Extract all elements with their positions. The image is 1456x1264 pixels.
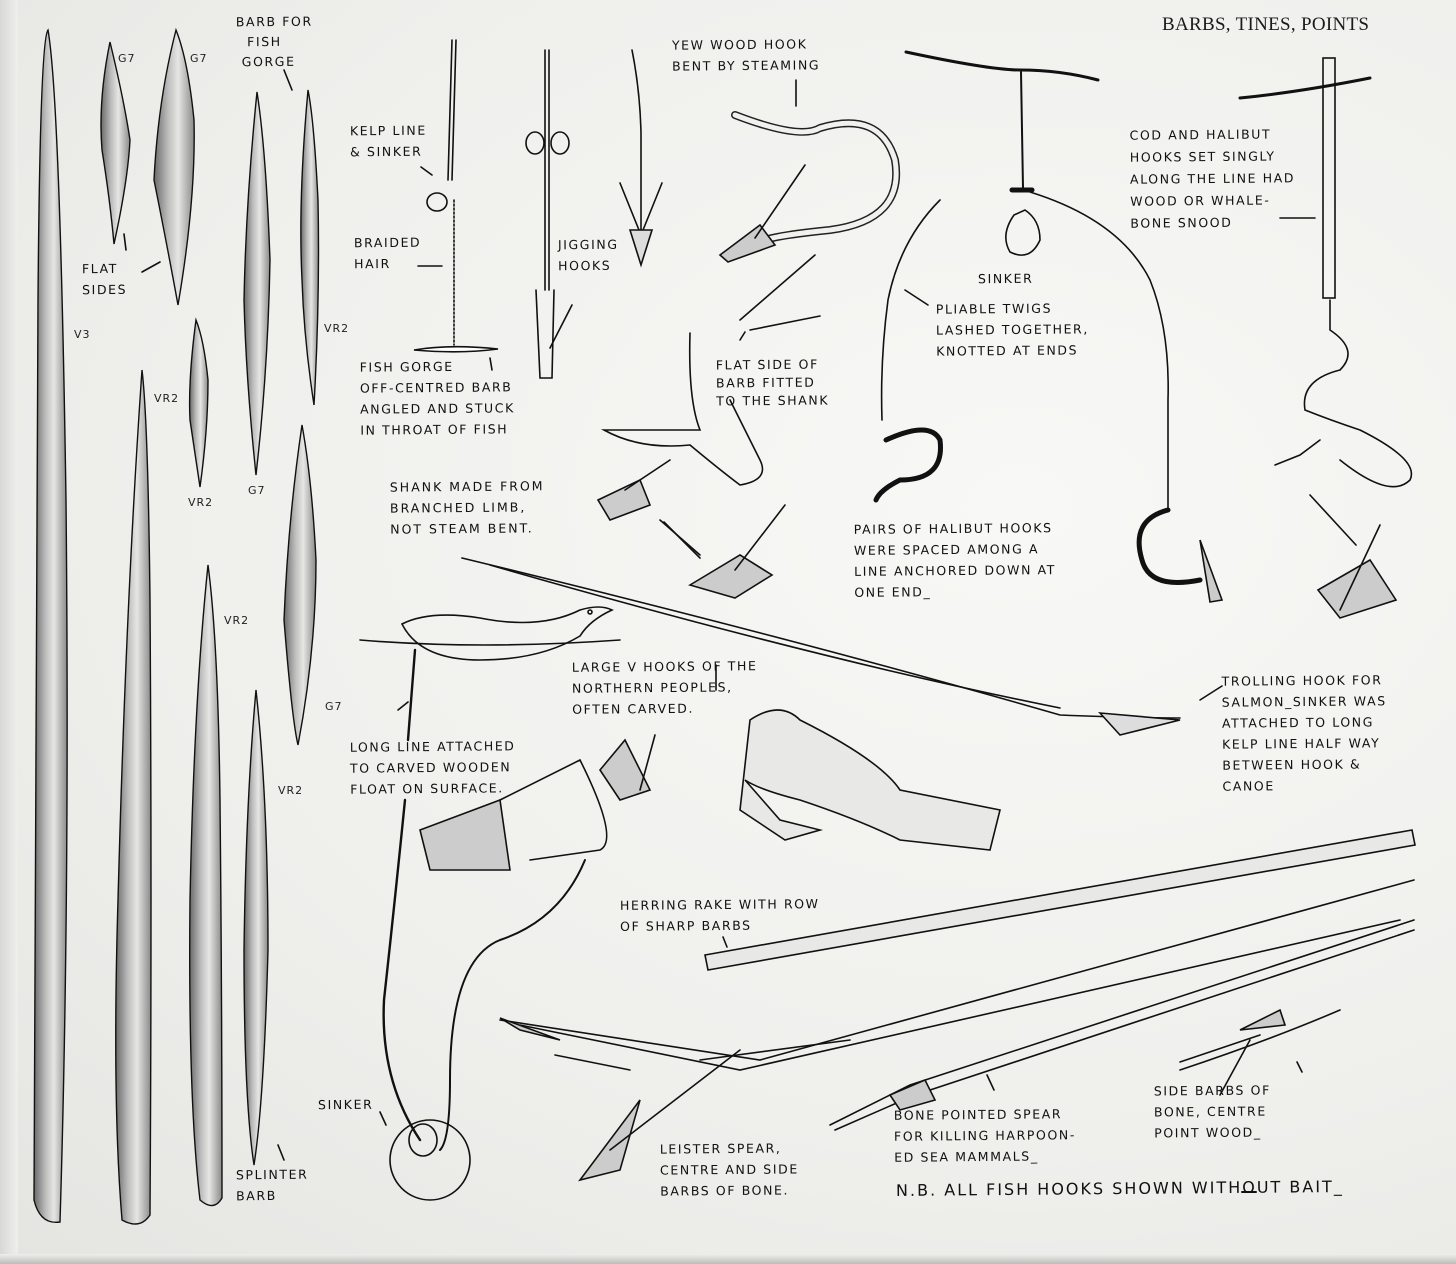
running-head: BARBS, TINES, POINTS (1162, 14, 1370, 35)
specimen-code-v3: V3 (74, 328, 91, 341)
bone-point-vr2-barb (243, 91, 271, 476)
caption-flat-sides: FLAT SIDES (81, 260, 128, 298)
specimen-code-g7: G7 (190, 52, 208, 65)
bone-point-vr2-mid (189, 564, 223, 1207)
caption-bone-pointed-spear: BONE POINTED SPEAR FOR KILLING HARPOON- … (893, 1106, 1076, 1165)
caption-fish-gorge: FISH GORGE OFF-CENTRED BARB ANGLED AND S… (359, 358, 515, 438)
caption-barb-for-fish-gorge: BARB FOR FISH GORGE (235, 13, 313, 70)
specimen-code-vr2: VR2 (324, 322, 350, 335)
caption-braided-hair: BRAIDED HAIR (353, 234, 422, 272)
caption-kelp-line-sinker: KELP LINE & SINKER (349, 122, 427, 160)
caption-side-barbs: SIDE BARBS OF BONE, CENTRE POINT WOOD_ (1153, 1082, 1271, 1141)
caption-leister-spear: LEISTER SPEAR, CENTRE AND SIDE BARBS OF … (659, 1140, 799, 1199)
caption-nb-note: N.B. ALL FISH HOOKS SHOWN WITHOUT BAIT_ (895, 1177, 1344, 1200)
caption-flat-side-of-barb: FLAT SIDE OF BARB FITTED TO THE SHANK (715, 356, 830, 409)
caption-yew-wood-hook: YEW WOOD HOOK BENT BY STEAMING (671, 36, 821, 74)
caption-cod-and-halibut: COD AND HALIBUT HOOKS SET SINGLY ALONG T… (1129, 126, 1296, 231)
specimen-code-g7: G7 (248, 484, 266, 497)
bone-point-g7-broad (283, 424, 317, 746)
bone-point-v3 (33, 28, 68, 1224)
bone-point-vr2-long (115, 369, 152, 1225)
specimen-code-vr2: VR2 (278, 784, 304, 797)
caption-sinker-top: SINKER (977, 270, 1034, 287)
bone-point-splinter (243, 689, 269, 1166)
specimen-code-vr2: VR2 (154, 392, 180, 405)
caption-shank-branched-limb: SHANK MADE FROM BRANCHED LIMB, NOT STEAM… (389, 478, 545, 537)
specimen-code-vr2: VR2 (224, 614, 250, 627)
specimen-code-g7: G7 (325, 700, 343, 713)
bone-point-g7-large (153, 27, 195, 306)
specimen-code-g7: G7 (118, 52, 136, 65)
caption-sinker-bottom: SINKER (317, 1096, 374, 1113)
caption-large-v-hooks: LARGE V HOOKS OF THE NORTHERN PEOPLES, O… (571, 658, 758, 717)
caption-jigging-hooks: JIGGING HOOKS (557, 236, 619, 274)
caption-pliable-twigs: PLIABLE TWIGS LASHED TOGETHER, KNOTTED A… (935, 300, 1089, 359)
bone-point-vr2-gorge (300, 89, 320, 406)
bone-point-g7-small (100, 41, 131, 245)
caption-trolling-hook: TROLLING HOOK FOR SALMON_SINKER WAS ATTA… (1221, 672, 1387, 794)
caption-long-line-float: LONG LINE ATTACHED TO CARVED WOODEN FLOA… (349, 738, 516, 797)
caption-pairs-of-halibut: PAIRS OF HALIBUT HOOKS WERE SPACED AMONG… (853, 520, 1057, 600)
caption-splinter-barb: SPLINTER BARB (235, 1166, 309, 1204)
bone-point-vr2-small (188, 317, 209, 488)
specimen-code-vr2: VR2 (188, 496, 214, 509)
caption-herring-rake: HERRING RAKE WITH ROW OF SHARP BARBS (619, 896, 820, 934)
